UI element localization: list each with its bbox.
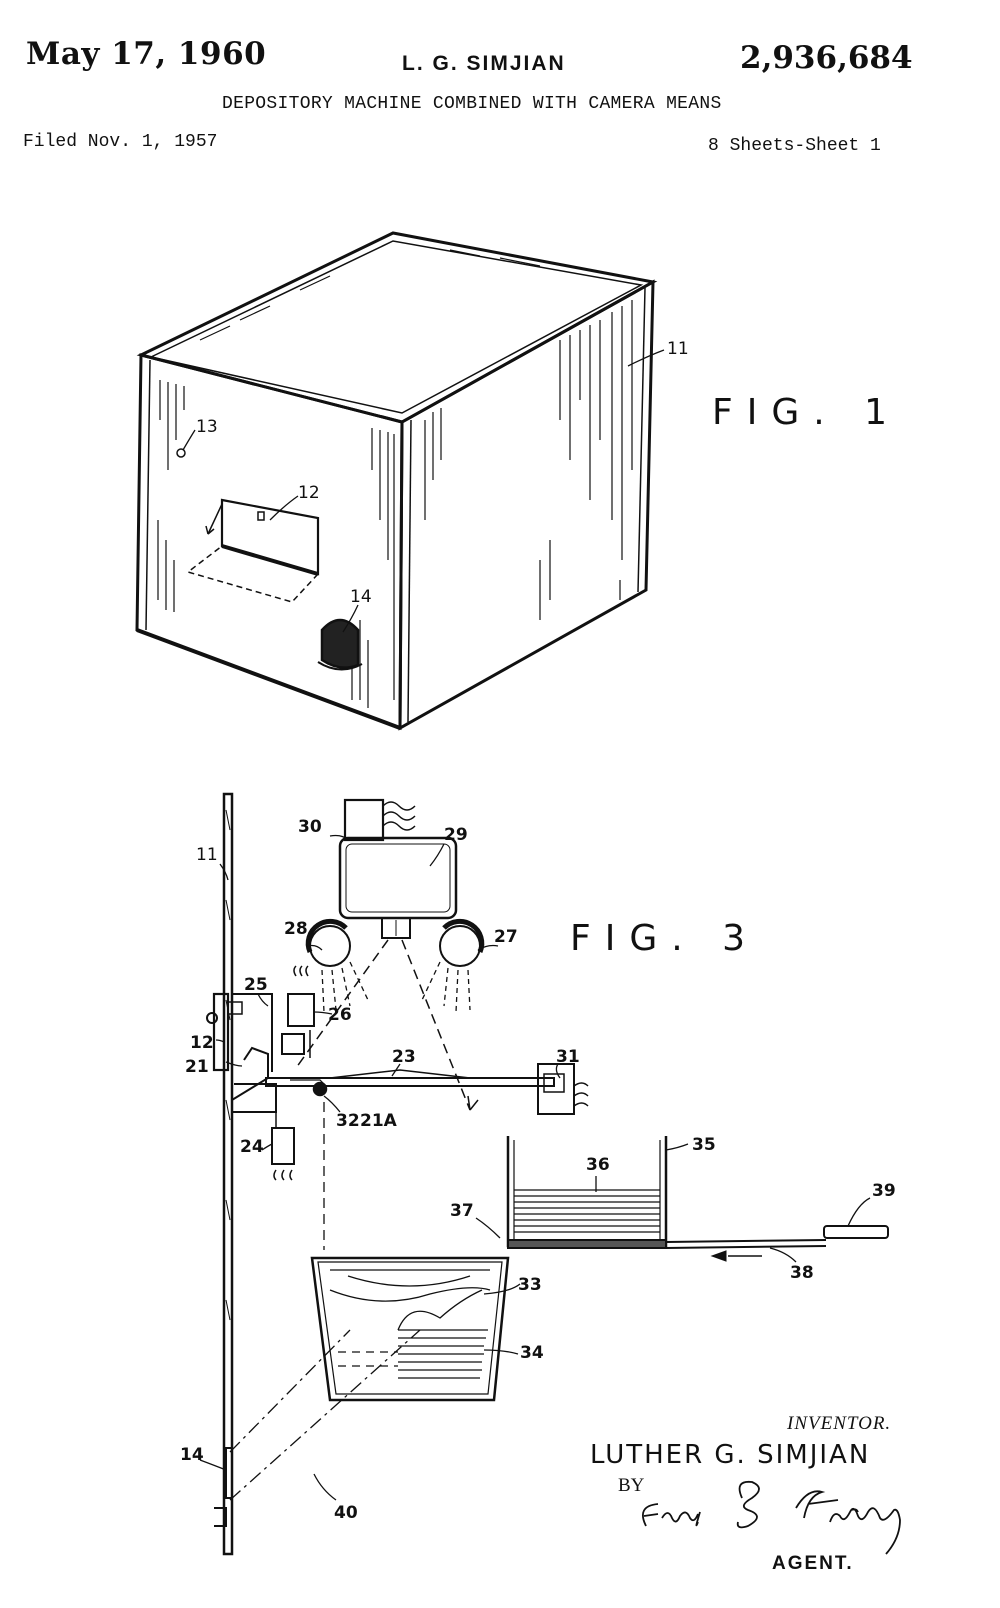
fig3-ref-25: 25 bbox=[244, 975, 268, 995]
fig3-ref-23: 23 bbox=[392, 1047, 416, 1067]
fig3-ref-40: 40 bbox=[334, 1503, 358, 1523]
inventor-name: LUTHER G. SIMJIAN bbox=[590, 1440, 871, 1470]
agent-signature-drawing bbox=[642, 1480, 901, 1555]
sheet-count: 8 Sheets-Sheet 1 bbox=[708, 136, 881, 156]
fig1-label: FIG. 1 bbox=[712, 392, 902, 433]
fig1-ref-11: 11 bbox=[667, 339, 689, 359]
fig3-ref-33: 33 bbox=[518, 1275, 542, 1295]
fig3-ref-26: 26 bbox=[328, 1005, 352, 1025]
fig3-label: FIG. 3 bbox=[570, 918, 760, 959]
fig3-ref-37: 37 bbox=[450, 1201, 474, 1221]
fig3-ref-32: 32 bbox=[336, 1111, 360, 1131]
fig3-ref-29: 29 bbox=[444, 825, 468, 845]
patent-number: 2,936,684 bbox=[740, 40, 913, 76]
fig3-ref-30: 30 bbox=[298, 817, 322, 837]
fig3-ref-21: 21 bbox=[185, 1057, 209, 1077]
fig1-cabinet bbox=[135, 231, 665, 731]
fig3-reference-labels: 11 12 14 21 21A 23 24 25 26 27 28 29 30 … bbox=[180, 817, 896, 1523]
fig3-ref-35: 35 bbox=[692, 1135, 716, 1155]
filed-date: Filed Nov. 1, 1957 bbox=[23, 132, 218, 152]
fig3-ref-34: 34 bbox=[520, 1343, 544, 1363]
fig3-ref-21a: 21A bbox=[360, 1111, 398, 1131]
fig3-ref-28: 28 bbox=[284, 919, 308, 939]
patent-title: DEPOSITORY MACHINE COMBINED WITH CAMERA … bbox=[222, 94, 722, 114]
inventor-label: INVENTOR. bbox=[787, 1413, 892, 1434]
fig3-ref-12: 12 bbox=[190, 1033, 214, 1053]
fig1-reference-labels: 11 12 13 14 bbox=[196, 339, 689, 607]
fig3-ref-36: 36 bbox=[586, 1155, 610, 1175]
fig3-ref-11: 11 bbox=[196, 845, 218, 865]
inventor-header: L. G. SIMJIAN bbox=[402, 52, 566, 75]
fig3-ref-27: 27 bbox=[494, 927, 518, 947]
fig3-ref-38: 38 bbox=[790, 1263, 814, 1283]
fig1-ref-14: 14 bbox=[350, 587, 372, 607]
fig3-mechanism bbox=[199, 792, 889, 1556]
fig3-ref-24: 24 bbox=[240, 1137, 264, 1157]
agent-label: AGENT. bbox=[772, 1553, 854, 1574]
patent-date: May 17, 1960 bbox=[26, 36, 267, 72]
by-label: BY bbox=[618, 1475, 645, 1496]
fig1-ref-13: 13 bbox=[196, 417, 218, 437]
fig3-ref-14: 14 bbox=[180, 1445, 204, 1465]
fig3-ref-39: 39 bbox=[872, 1181, 896, 1201]
fig3-ref-31: 31 bbox=[556, 1047, 580, 1067]
fig1-ref-12: 12 bbox=[298, 483, 320, 503]
